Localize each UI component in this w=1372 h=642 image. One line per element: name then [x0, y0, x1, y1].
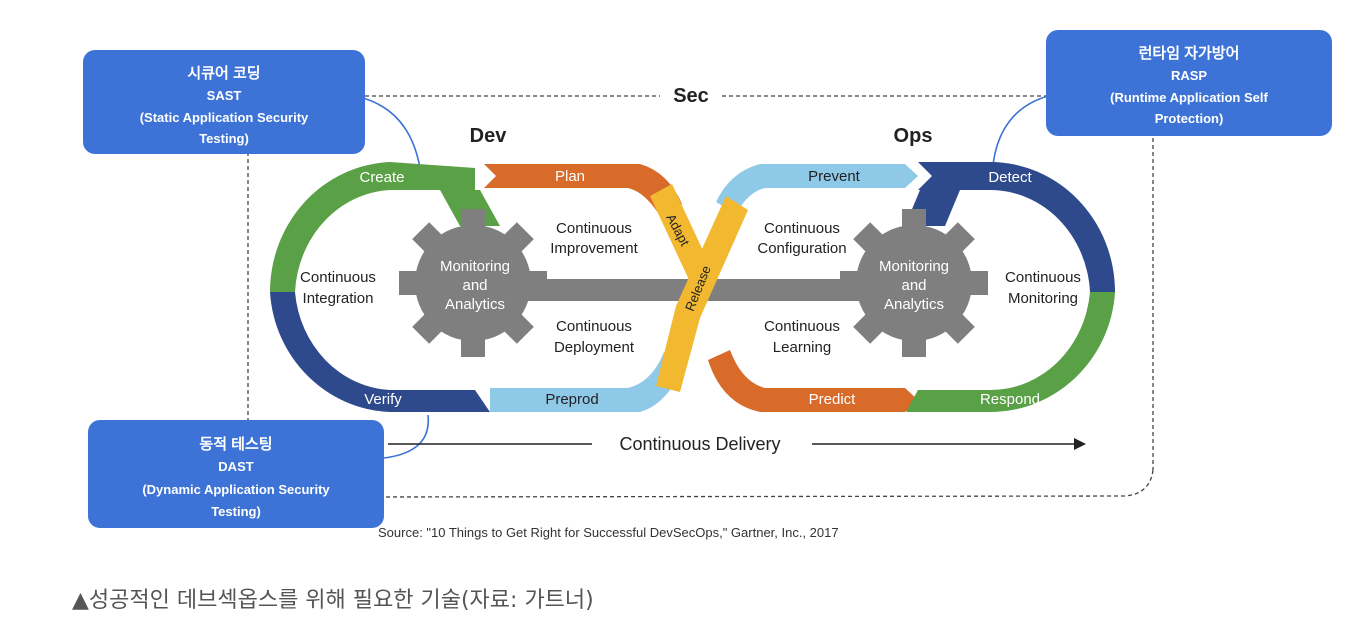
- source-citation: Source: "10 Things to Get Right for Succ…: [378, 525, 839, 540]
- sec-boundary: [247, 95, 1154, 498]
- sast-line4: Testing): [199, 131, 249, 146]
- cmon-line2: Monitoring: [1008, 290, 1078, 307]
- sast-line3: (Static Application Security: [140, 110, 309, 125]
- detect-segment: [918, 162, 1115, 292]
- cimp-line2: Improvement: [550, 240, 638, 257]
- ops-label: Ops: [894, 125, 933, 147]
- plan-label: Plan: [555, 168, 585, 185]
- left-gear: [399, 209, 547, 357]
- clearn-line2: Learning: [773, 339, 831, 356]
- prevent-label: Prevent: [808, 168, 861, 185]
- delivery-label: Continuous Delivery: [619, 434, 780, 454]
- predict-segment: [708, 350, 918, 412]
- predict-label: Predict: [809, 391, 857, 408]
- rasp-line3: (Runtime Application Self: [1110, 90, 1268, 105]
- create-segment: [269, 162, 475, 292]
- right-gear-line3: Analytics: [884, 296, 944, 313]
- cconf-line1: Continuous: [764, 220, 840, 237]
- detect-label: Detect: [988, 169, 1032, 186]
- verify-segment: [270, 292, 490, 412]
- left-gear-line1: Monitoring: [440, 258, 510, 275]
- verify-label: Verify: [364, 391, 402, 408]
- create-label: Create: [359, 169, 404, 186]
- cdep-line2: Deployment: [554, 339, 635, 356]
- respond-segment: [906, 292, 1115, 413]
- left-gear-line3: Analytics: [445, 296, 505, 313]
- cmon-line1: Continuous: [1005, 269, 1081, 286]
- preprod-segment: [490, 352, 684, 412]
- dev-label: Dev: [470, 125, 508, 147]
- devsecops-diagram: Sec Dev Ops: [83, 30, 1332, 540]
- delivery-arrow-head: [1074, 438, 1086, 450]
- dast-callout: 동적 테스팅 DAST (Dynamic Application Securit…: [88, 420, 384, 528]
- plan-segment: [484, 164, 682, 216]
- sast-line1: 시큐어 코딩: [187, 65, 260, 82]
- right-gear-line2: and: [901, 277, 926, 294]
- right-gear-line1: Monitoring: [879, 258, 949, 275]
- figure-caption: ▲성공적인 데브섹옵스를 위해 필요한 기술(자료: 가트너): [72, 588, 594, 613]
- rasp-line2: RASP: [1171, 68, 1207, 83]
- dast-line2: DAST: [218, 459, 253, 474]
- dast-line3: (Dynamic Application Security: [142, 482, 330, 497]
- ci-line1: Continuous: [300, 269, 376, 286]
- dast-line1: 동적 테스팅: [199, 435, 272, 453]
- adapt-band: [650, 184, 712, 282]
- release-band: [656, 196, 748, 392]
- sast-line2: SAST: [207, 88, 242, 103]
- dast-line4: Testing): [211, 504, 261, 519]
- cconf-line2: Configuration: [757, 240, 846, 257]
- sec-label: Sec: [673, 85, 709, 107]
- respond-label: Respond: [980, 391, 1040, 408]
- rasp-line4: Protection): [1155, 111, 1224, 126]
- right-gear: [840, 209, 988, 357]
- clearn-line1: Continuous: [764, 318, 840, 335]
- ci-line2: Integration: [303, 290, 374, 307]
- prevent-segment: [716, 164, 918, 214]
- rasp-line1: 런타임 자가방어: [1139, 44, 1240, 62]
- left-gear-line2: and: [462, 277, 487, 294]
- preprod-label: Preprod: [545, 391, 598, 408]
- cdep-line1: Continuous: [556, 318, 632, 335]
- rasp-callout: 런타임 자가방어 RASP (Runtime Application Self …: [1046, 30, 1332, 136]
- cimp-line1: Continuous: [556, 220, 632, 237]
- sast-callout: 시큐어 코딩 SAST (Static Application Security…: [83, 50, 365, 154]
